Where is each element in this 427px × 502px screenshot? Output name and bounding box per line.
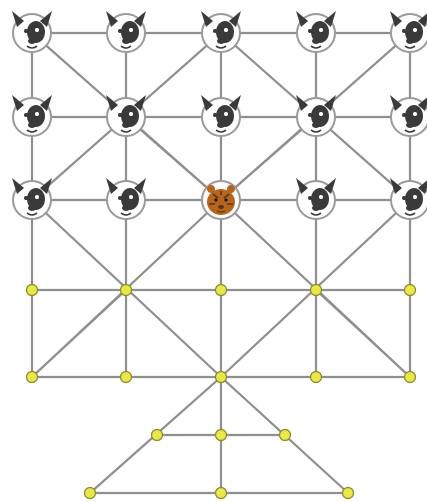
tail-node-empty[interactable]: [152, 430, 163, 441]
tail-node-empty[interactable]: [343, 488, 354, 499]
board-diag: [32, 290, 126, 377]
dog-icon[interactable]: [296, 95, 336, 136]
board-node-empty[interactable]: [311, 285, 322, 296]
tiger-icon[interactable]: [202, 181, 240, 219]
board-node-empty[interactable]: [216, 285, 227, 296]
dog-icon[interactable]: [106, 95, 146, 136]
board-node-empty[interactable]: [27, 372, 38, 383]
dog-icon[interactable]: [12, 11, 52, 52]
tail-node-empty[interactable]: [216, 430, 227, 441]
dog-icon[interactable]: [296, 11, 336, 52]
tail-node-empty[interactable]: [85, 488, 96, 499]
dog-icon[interactable]: [106, 178, 146, 219]
dog-icon[interactable]: [390, 95, 427, 136]
dog-icon[interactable]: [106, 11, 146, 52]
dog-icon[interactable]: [201, 11, 241, 52]
dog-icon[interactable]: [390, 178, 427, 219]
board-node-empty[interactable]: [405, 285, 416, 296]
board-node-empty[interactable]: [121, 285, 132, 296]
board-node-empty[interactable]: [27, 285, 38, 296]
dog-icon[interactable]: [390, 11, 427, 52]
board-node-empty[interactable]: [311, 372, 322, 383]
tail-node-empty[interactable]: [216, 488, 227, 499]
dog-icon[interactable]: [12, 178, 52, 219]
board-node-empty[interactable]: [405, 372, 416, 383]
tail-node-empty[interactable]: [280, 430, 291, 441]
dog-icon[interactable]: [201, 95, 241, 136]
board-node-empty[interactable]: [121, 372, 132, 383]
board-nodes: [12, 11, 427, 499]
board-node-empty[interactable]: [216, 372, 227, 383]
board-diag: [316, 290, 410, 377]
dog-icon[interactable]: [12, 95, 52, 136]
dog-icon[interactable]: [296, 178, 336, 219]
